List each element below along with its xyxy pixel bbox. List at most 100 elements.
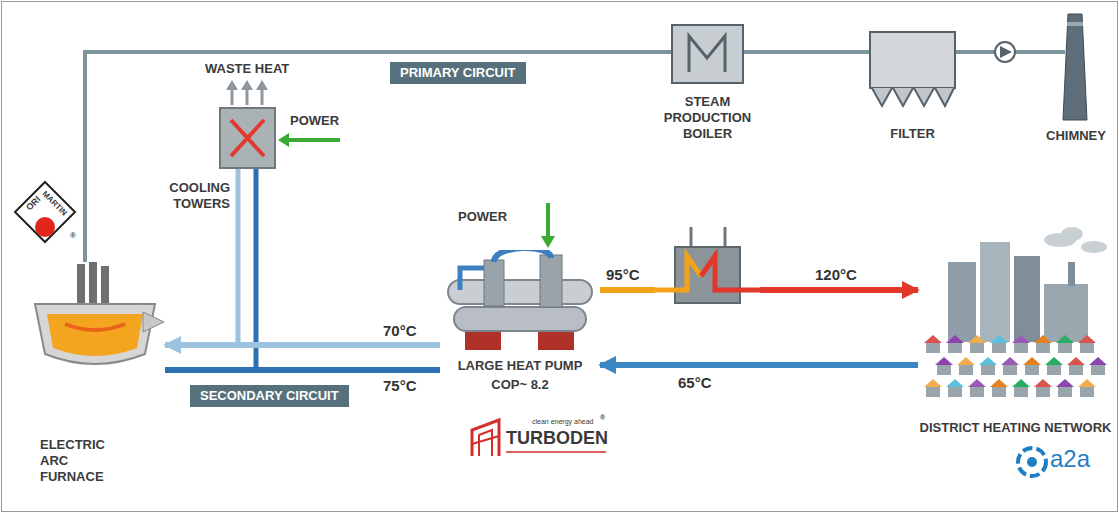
temperature-label: 65°C: [678, 374, 712, 391]
logo-text: a2a: [1050, 446, 1090, 472]
district-network-illustration: [1014, 256, 1040, 342]
power-label: POWER: [458, 210, 507, 224]
waste-heat-arrows: [261, 88, 264, 105]
clouds: [1081, 241, 1107, 253]
node-label: SECONDARY CIRCUIT: [200, 388, 339, 404]
cooling-pipes: [238, 166, 256, 370]
district-network-illustration: [937, 364, 951, 375]
power-arrow: [287, 138, 340, 142]
district-network-illustration: [990, 379, 1008, 387]
filter-unit-illustration: [870, 32, 955, 88]
waste-heat-arrows: [256, 80, 268, 90]
heat-pump-illustration: [540, 255, 562, 307]
waste-heat-arrows: [226, 80, 238, 90]
district-network-illustration: [948, 386, 962, 397]
turboden-logo: [506, 451, 606, 453]
arc-furnace-illustration: [89, 262, 97, 304]
node-label: ELECTRIC ARC FURNACE: [40, 437, 120, 485]
district-network-illustration: [968, 335, 986, 343]
heat-pump-illustration: [460, 268, 484, 290]
temperature-label: 70°C: [383, 322, 417, 339]
heat-pump-illustration: [454, 307, 586, 331]
district-network-illustration: [926, 386, 940, 397]
district-network-illustration: [980, 242, 1010, 342]
pipe-connector: [85, 52, 655, 262]
district-network-illustration: [957, 357, 975, 365]
callout-text: WASTE HEAT: [205, 62, 289, 76]
district-network-illustration: [1036, 342, 1050, 353]
district-network-illustration: [948, 262, 976, 342]
boiler-unit-illustration: [655, 50, 672, 54]
ori-martin-logo: [15, 182, 75, 242]
district-network-illustration: [1044, 284, 1088, 342]
district-network-illustration: [1056, 335, 1074, 343]
arc-furnace-illustration: [65, 324, 125, 330]
power-label: POWER: [290, 114, 339, 128]
filter-unit-illustration: [955, 50, 965, 54]
arc-furnace-illustration: [35, 304, 155, 364]
heat-pump-illustration: [465, 332, 501, 350]
boiler-unit-illustration: [672, 25, 743, 83]
cooling-tower-symbol: [220, 108, 275, 168]
boiler-unit-illustration: [743, 50, 760, 54]
district-network-illustration: [968, 379, 986, 387]
district-network-illustration: [1058, 342, 1072, 353]
turboden-logo: [472, 420, 499, 456]
circuit-band: PRIMARY CIRCUIT: [390, 62, 526, 84]
ori-martin-logo: [35, 217, 55, 237]
arc-furnace-illustration: [143, 312, 164, 332]
district-network-illustration: [1056, 379, 1074, 387]
district-network-illustration: [1058, 386, 1072, 397]
district-network-illustration: [959, 364, 973, 375]
boiler-unit-illustration: [724, 227, 727, 247]
filter-unit-illustration: [860, 28, 965, 118]
waste-heat-arrows: [231, 88, 234, 105]
heat-pump-illustration: [494, 250, 551, 262]
turboden-logo: [479, 430, 492, 456]
district-network-illustration: [981, 364, 995, 375]
arc-furnace-illustration: [101, 266, 109, 304]
arc-furnace: ELECTRIC ARC FURNACE: [25, 262, 165, 492]
district-network-illustration: [990, 335, 1008, 343]
clouds: [1061, 227, 1083, 241]
district-network-illustration: [918, 240, 1113, 415]
cooling-towers: COOLING TOWERS: [140, 100, 280, 225]
district-network-illustration: [926, 342, 940, 353]
district-network-illustration: [1025, 364, 1039, 375]
district-network-illustration: [1080, 342, 1094, 353]
logo-text: MARTIN: [40, 190, 68, 218]
temperature-label: 95°C: [606, 266, 640, 283]
district-network-illustration: [1003, 364, 1017, 375]
logo-text: TURBODEN: [506, 429, 608, 449]
district-network-illustration: [992, 342, 1006, 353]
arc-furnace-illustration: [47, 314, 143, 356]
district-network-illustration: [1089, 357, 1107, 365]
chimney-stack-illustration: [1063, 14, 1087, 120]
district-network-illustration: [1014, 386, 1028, 397]
power-arrow: [278, 133, 340, 147]
pipe-connector: [760, 50, 860, 54]
district-network-illustration: [1068, 262, 1075, 286]
district-network-illustration: [946, 379, 964, 387]
waste-heat-arrows: [226, 80, 268, 105]
district-network-illustration: [1045, 357, 1063, 365]
node-label: STEAM PRODUCTION BOILER: [655, 94, 760, 142]
node-label: COP~ 8.2: [440, 377, 600, 393]
district-network-illustration: [1012, 335, 1030, 343]
pipe-connector: [600, 362, 918, 368]
pipe-connector: [760, 287, 918, 293]
logo-tagline: clean energy ahead: [532, 418, 594, 426]
exhaust-fan: [995, 42, 1015, 62]
district-network-illustration: [1036, 386, 1050, 397]
cooling-tower-symbol: [220, 108, 275, 168]
temperature-label: 120°C: [815, 266, 857, 283]
district-network-illustration: [1091, 364, 1105, 375]
a2a-logo: [1027, 457, 1037, 467]
waste-heat-arrows: [241, 80, 253, 90]
exhaust-fan: [995, 42, 1015, 62]
trademark: ®: [70, 232, 76, 241]
heat-pump-illustration: [538, 332, 574, 350]
pipe-connector: [165, 367, 440, 373]
